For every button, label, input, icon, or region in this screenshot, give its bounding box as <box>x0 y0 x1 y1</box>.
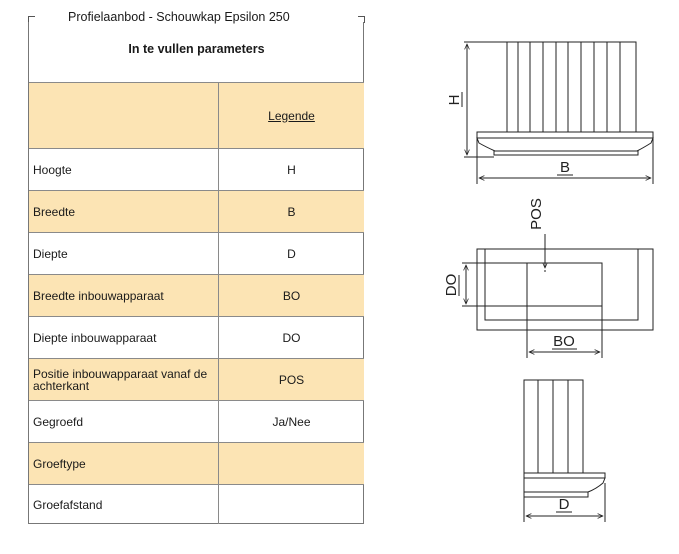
row-label-positie-inbouwapparaat: Positie inbouwapparaat vanaf de achterka… <box>29 359 219 400</box>
table-row: Diepte inbouwapparaat DO <box>29 316 364 358</box>
top-view-depth-opening-label: DO <box>443 274 460 297</box>
front-view-width-label: B <box>560 159 570 176</box>
side-view-drawing <box>523 379 606 522</box>
front-view-drawing <box>464 41 654 184</box>
table-row: Breedte B <box>29 190 364 232</box>
table-row: Diepte D <box>29 232 364 274</box>
legend-empty-cell <box>29 83 219 148</box>
row-label-groefafstand: Groefafstand <box>29 485 219 524</box>
row-value-breedte-inbouwapparaat: BO <box>282 288 301 303</box>
table-row: Positie inbouwapparaat vanaf de achterka… <box>29 358 364 400</box>
table-row: Groeftype <box>29 442 364 484</box>
top-view-width-opening-label: BO <box>553 333 575 350</box>
row-value-breedte: B <box>287 204 296 219</box>
top-view-drawing <box>462 234 654 358</box>
row-label-breedte-inbouwapparaat: Breedte inbouwapparaat <box>29 275 219 316</box>
side-view-depth-label: D <box>559 496 570 513</box>
table-row: Hoogte H <box>29 148 364 190</box>
row-value-gegroefd: Ja/Nee <box>272 414 311 429</box>
document-title: Profielaanbod - Schouwkap Epsilon 250 <box>68 10 290 24</box>
row-value-diepte: D <box>287 246 296 261</box>
row-value-positie-inbouwapparaat: POS <box>278 372 305 387</box>
front-view-height-label: H <box>446 95 463 106</box>
legend-label: Legende <box>268 108 315 123</box>
table-row: Breedte inbouwapparaat BO <box>29 274 364 316</box>
row-value-groeftype <box>219 443 364 484</box>
row-value-diepte-inbouwapparaat: DO <box>282 330 301 345</box>
top-view-position-label: POS <box>528 198 545 230</box>
row-label-hoogte: Hoogte <box>29 149 219 190</box>
title-bracket-right <box>358 16 365 23</box>
technical-drawings: H B POS DO BO D <box>443 41 654 522</box>
row-label-diepte-inbouwapparaat: Diepte inbouwapparaat <box>29 317 219 358</box>
row-value-groefafstand <box>219 485 364 524</box>
row-label-groeftype: Groeftype <box>29 443 219 484</box>
legend-row: Legende <box>29 82 364 148</box>
legend-cell: Legende <box>219 83 364 148</box>
title-bracket-left <box>28 16 35 23</box>
table-row: Groefafstand <box>29 484 364 524</box>
table-row: Gegroefd Ja/Nee <box>29 400 364 442</box>
parameter-table: In te vullen parameters Legende Hoogte H… <box>28 22 364 524</box>
table-header: In te vullen parameters <box>128 42 265 56</box>
row-label-diepte: Diepte <box>29 233 219 274</box>
row-label-gegroefd: Gegroefd <box>29 401 219 442</box>
row-label-breedte: Breedte <box>29 191 219 232</box>
row-value-hoogte: H <box>287 162 296 177</box>
